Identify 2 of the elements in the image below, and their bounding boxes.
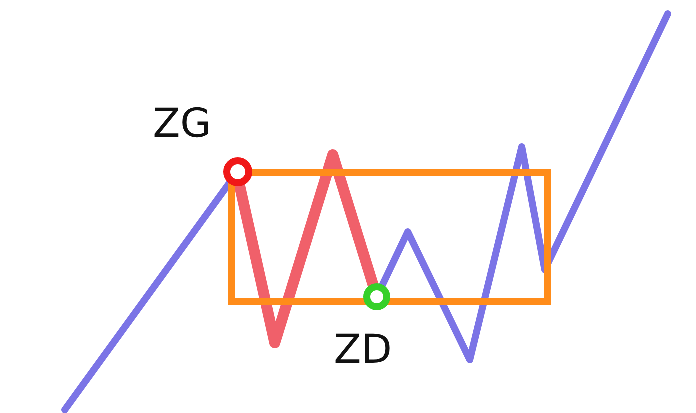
zone-low-label: ZD — [334, 330, 392, 370]
zone-high-label: ZG — [153, 104, 212, 144]
